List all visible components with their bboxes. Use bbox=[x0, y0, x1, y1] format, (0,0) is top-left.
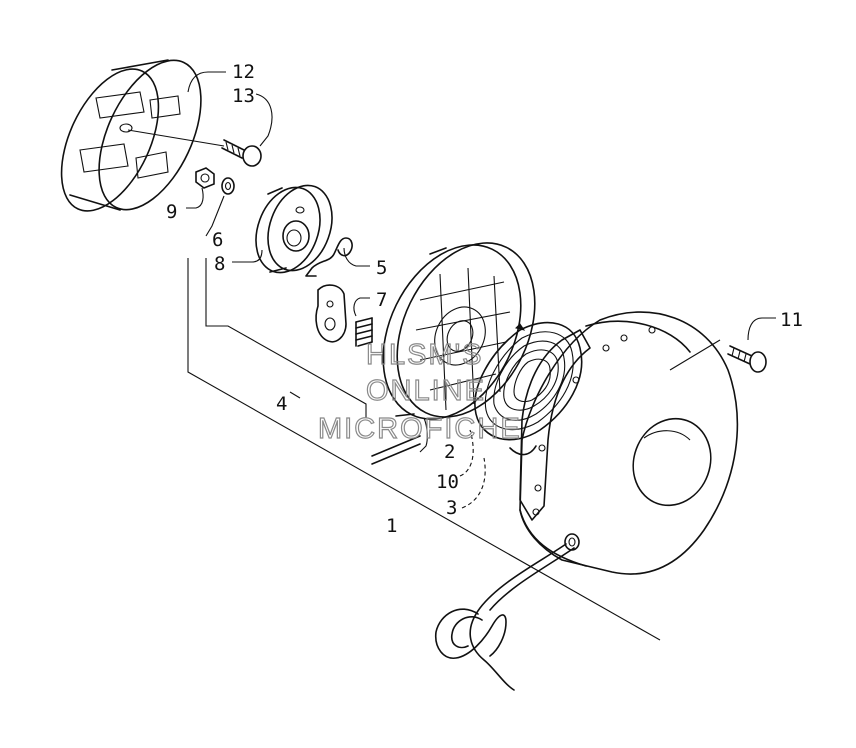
part-7-pawl-spring bbox=[355, 317, 373, 347]
callout-1: 1 bbox=[386, 515, 397, 537]
part-3-starter-case bbox=[519, 311, 739, 575]
part-12-starter-cup bbox=[60, 59, 202, 212]
part-5-friction-spring bbox=[305, 237, 353, 277]
part-6-washer bbox=[221, 177, 235, 195]
callout-12: 12 bbox=[232, 61, 255, 83]
callout-11: 11 bbox=[780, 309, 803, 331]
callout-13: 13 bbox=[232, 85, 255, 107]
leader-lines bbox=[127, 71, 776, 641]
callout-3: 3 bbox=[446, 497, 457, 519]
part-8-drive-plate bbox=[255, 184, 333, 274]
callout-4: 4 bbox=[276, 393, 287, 415]
callout-labels: 12 13 9 6 8 5 7 11 4 2 10 3 1 bbox=[166, 61, 803, 537]
part-7-ratchet-pawl bbox=[315, 284, 347, 343]
callout-8: 8 bbox=[214, 253, 225, 275]
callout-7: 7 bbox=[376, 289, 387, 311]
callout-6: 6 bbox=[212, 229, 223, 251]
watermark-line-1: HLSM'S bbox=[366, 339, 483, 371]
watermark: HLSM'S ONLINE MICROFICHE bbox=[317, 338, 522, 445]
part-13-bolt bbox=[221, 139, 262, 167]
callout-9: 9 bbox=[166, 201, 177, 223]
callout-5: 5 bbox=[376, 257, 387, 279]
callout-2: 2 bbox=[444, 441, 455, 463]
part-9-nut bbox=[195, 167, 215, 189]
part-1-starter-rope bbox=[434, 543, 575, 691]
part-10-recoil-spring bbox=[474, 321, 583, 456]
watermark-line-3: MICROFICHE bbox=[318, 413, 522, 445]
callout-10: 10 bbox=[436, 471, 459, 493]
watermark-line-2: ONLINE bbox=[366, 375, 486, 407]
part-2-rope-reel bbox=[371, 242, 536, 465]
part-11-screw bbox=[727, 345, 767, 373]
